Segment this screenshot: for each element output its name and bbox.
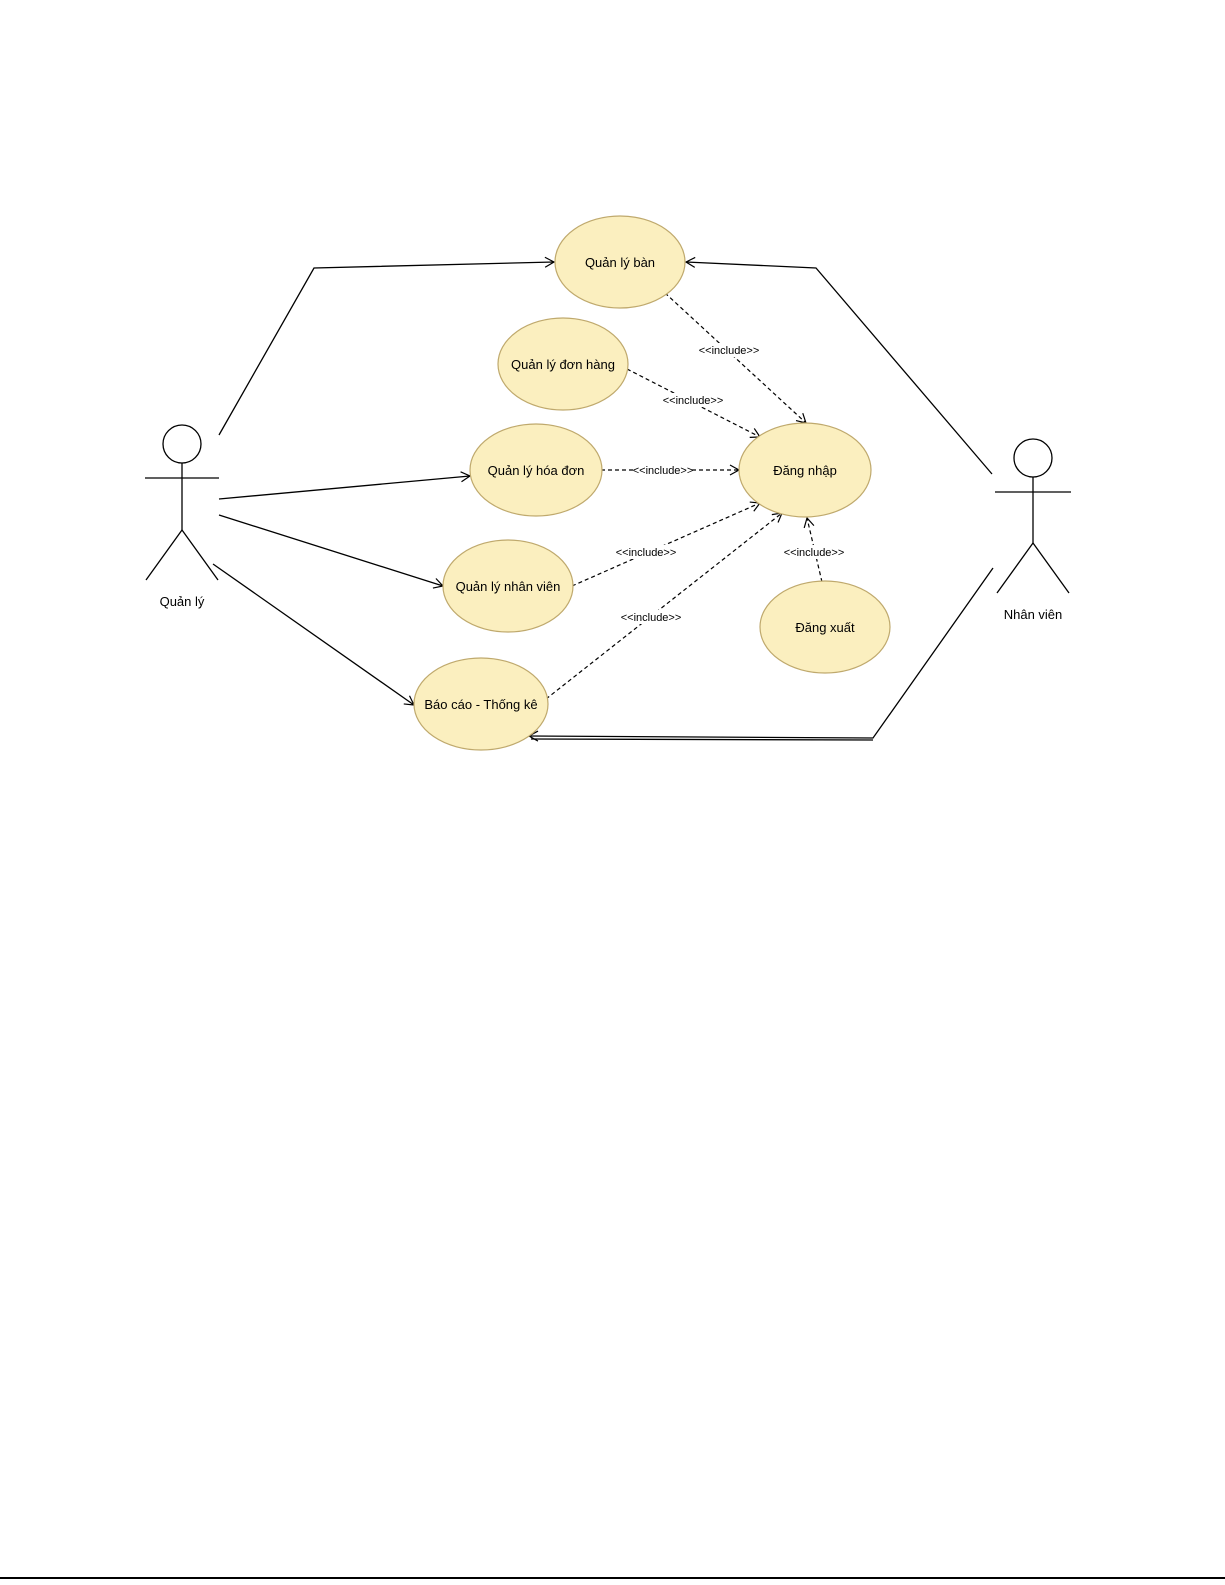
use-case-dang-xuat[interactable]: Đăng xuất bbox=[760, 581, 890, 673]
actor-quan-ly[interactable]: Quản lý bbox=[145, 425, 219, 609]
use-case-label: Đăng xuất bbox=[795, 620, 855, 635]
use-case-quan-ly-hoa-don[interactable]: Quản lý hóa đơn bbox=[470, 424, 602, 516]
use-case-label: Quản lý đơn hàng bbox=[511, 357, 615, 372]
actor-left-leg bbox=[146, 530, 182, 580]
association-nhan-vien-bao-cao-double bbox=[531, 739, 873, 740]
page-bottom-rule bbox=[0, 1577, 1225, 1579]
use-case-label: Quản lý nhân viên bbox=[456, 579, 561, 594]
use-case-label: Báo cáo - Thống kê bbox=[424, 697, 537, 712]
use-case-dang-nhap[interactable]: Đăng nhập bbox=[739, 423, 871, 517]
include-label: <<include>> bbox=[616, 547, 677, 559]
actor-label: Nhân viên bbox=[1004, 607, 1063, 622]
association-quan-ly-nhan-vien bbox=[219, 515, 443, 586]
association-nhan-vien-bao-cao bbox=[529, 568, 993, 738]
actor-nhan-vien[interactable]: Nhân viên bbox=[995, 439, 1071, 622]
use-case-quan-ly-nhan-vien[interactable]: Quản lý nhân viên bbox=[443, 540, 573, 632]
include-bao-cao-dang-nhap bbox=[546, 513, 782, 699]
use-case-bao-cao-thong-ke[interactable]: Báo cáo - Thống kê bbox=[414, 658, 548, 750]
actor-label: Quản lý bbox=[160, 594, 205, 609]
use-case-label: Quản lý hóa đơn bbox=[488, 463, 585, 478]
use-case-quan-ly-ban[interactable]: Quản lý bàn bbox=[555, 216, 685, 308]
actor-head bbox=[1014, 439, 1052, 477]
include-label: <<include>> bbox=[663, 395, 724, 407]
association-bao-cao bbox=[213, 564, 414, 705]
include-label: <<include>> bbox=[784, 547, 845, 559]
actor-head bbox=[163, 425, 201, 463]
association-quan-ly-hoa-don bbox=[219, 476, 470, 499]
use-case-label: Quản lý bàn bbox=[585, 255, 655, 270]
include-label: <<include>> bbox=[699, 345, 760, 357]
include-label: <<include>> bbox=[633, 465, 694, 477]
actor-left-leg bbox=[997, 543, 1033, 593]
include-label: <<include>> bbox=[621, 612, 682, 624]
actor-right-leg bbox=[1033, 543, 1069, 593]
use-case-quan-ly-don-hang[interactable]: Quản lý đơn hàng bbox=[498, 318, 628, 410]
actor-right-leg bbox=[182, 530, 218, 580]
include-nhan-vien-dang-nhap bbox=[572, 503, 760, 586]
use-case-label: Đăng nhập bbox=[773, 463, 837, 478]
